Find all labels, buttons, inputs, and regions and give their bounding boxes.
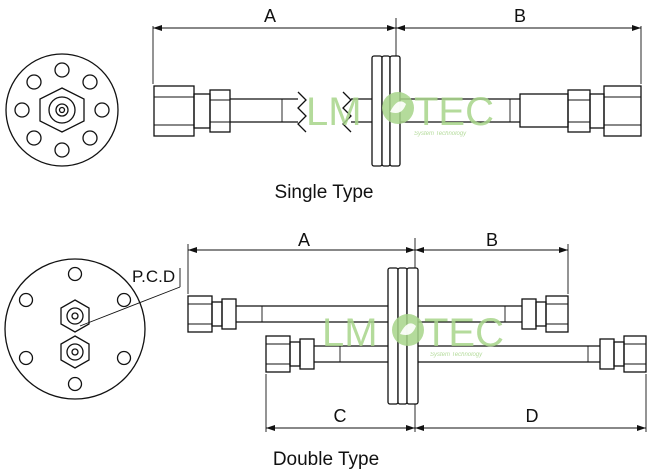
double-dimension-lines-bottom: [265, 374, 647, 432]
watermark-upper: LM TEC System Technology: [306, 90, 494, 137]
watermark-lower: LM TEC System Technology: [322, 311, 504, 358]
double-dim-b-label: B: [486, 230, 498, 250]
single-type-caption: Single Type: [275, 182, 374, 203]
single-tube-stub: [351, 98, 372, 123]
double-dim-a-label: A: [298, 230, 310, 250]
single-dim-b-label: B: [514, 6, 526, 26]
pcd-label: P.C.D: [132, 267, 175, 286]
watermark-upper-leaf-icon: [382, 92, 414, 124]
watermark-upper-right-text: TEC: [414, 90, 494, 134]
single-dim-a-label: A: [264, 6, 276, 26]
watermark-lower-tagline: System Technology: [430, 352, 483, 358]
double-type-caption: Double Type: [273, 449, 379, 470]
double-flange-end-view: [4, 258, 181, 400]
double-dim-c-label: C: [334, 406, 347, 426]
watermark-upper-left-text: LM: [306, 90, 362, 134]
double-lower-tube: [265, 335, 647, 373]
watermark-lower-leaf-icon: [392, 314, 424, 346]
single-break-marks: [297, 91, 352, 133]
watermark-lower-left-text: LM: [322, 311, 378, 355]
watermark-upper-tagline: System Technology: [414, 131, 467, 137]
single-left-fitting: [153, 85, 298, 137]
double-dimension-lines-top: [187, 238, 569, 294]
double-dim-d-label: D: [526, 406, 539, 426]
single-right-tube: [400, 98, 520, 123]
single-right-fitting: [519, 85, 642, 137]
single-dimension-lines: [152, 18, 642, 84]
double-upper-tube: [187, 295, 569, 333]
single-flange-end-view: [5, 53, 119, 167]
watermark-lower-right-text: TEC: [424, 311, 504, 355]
